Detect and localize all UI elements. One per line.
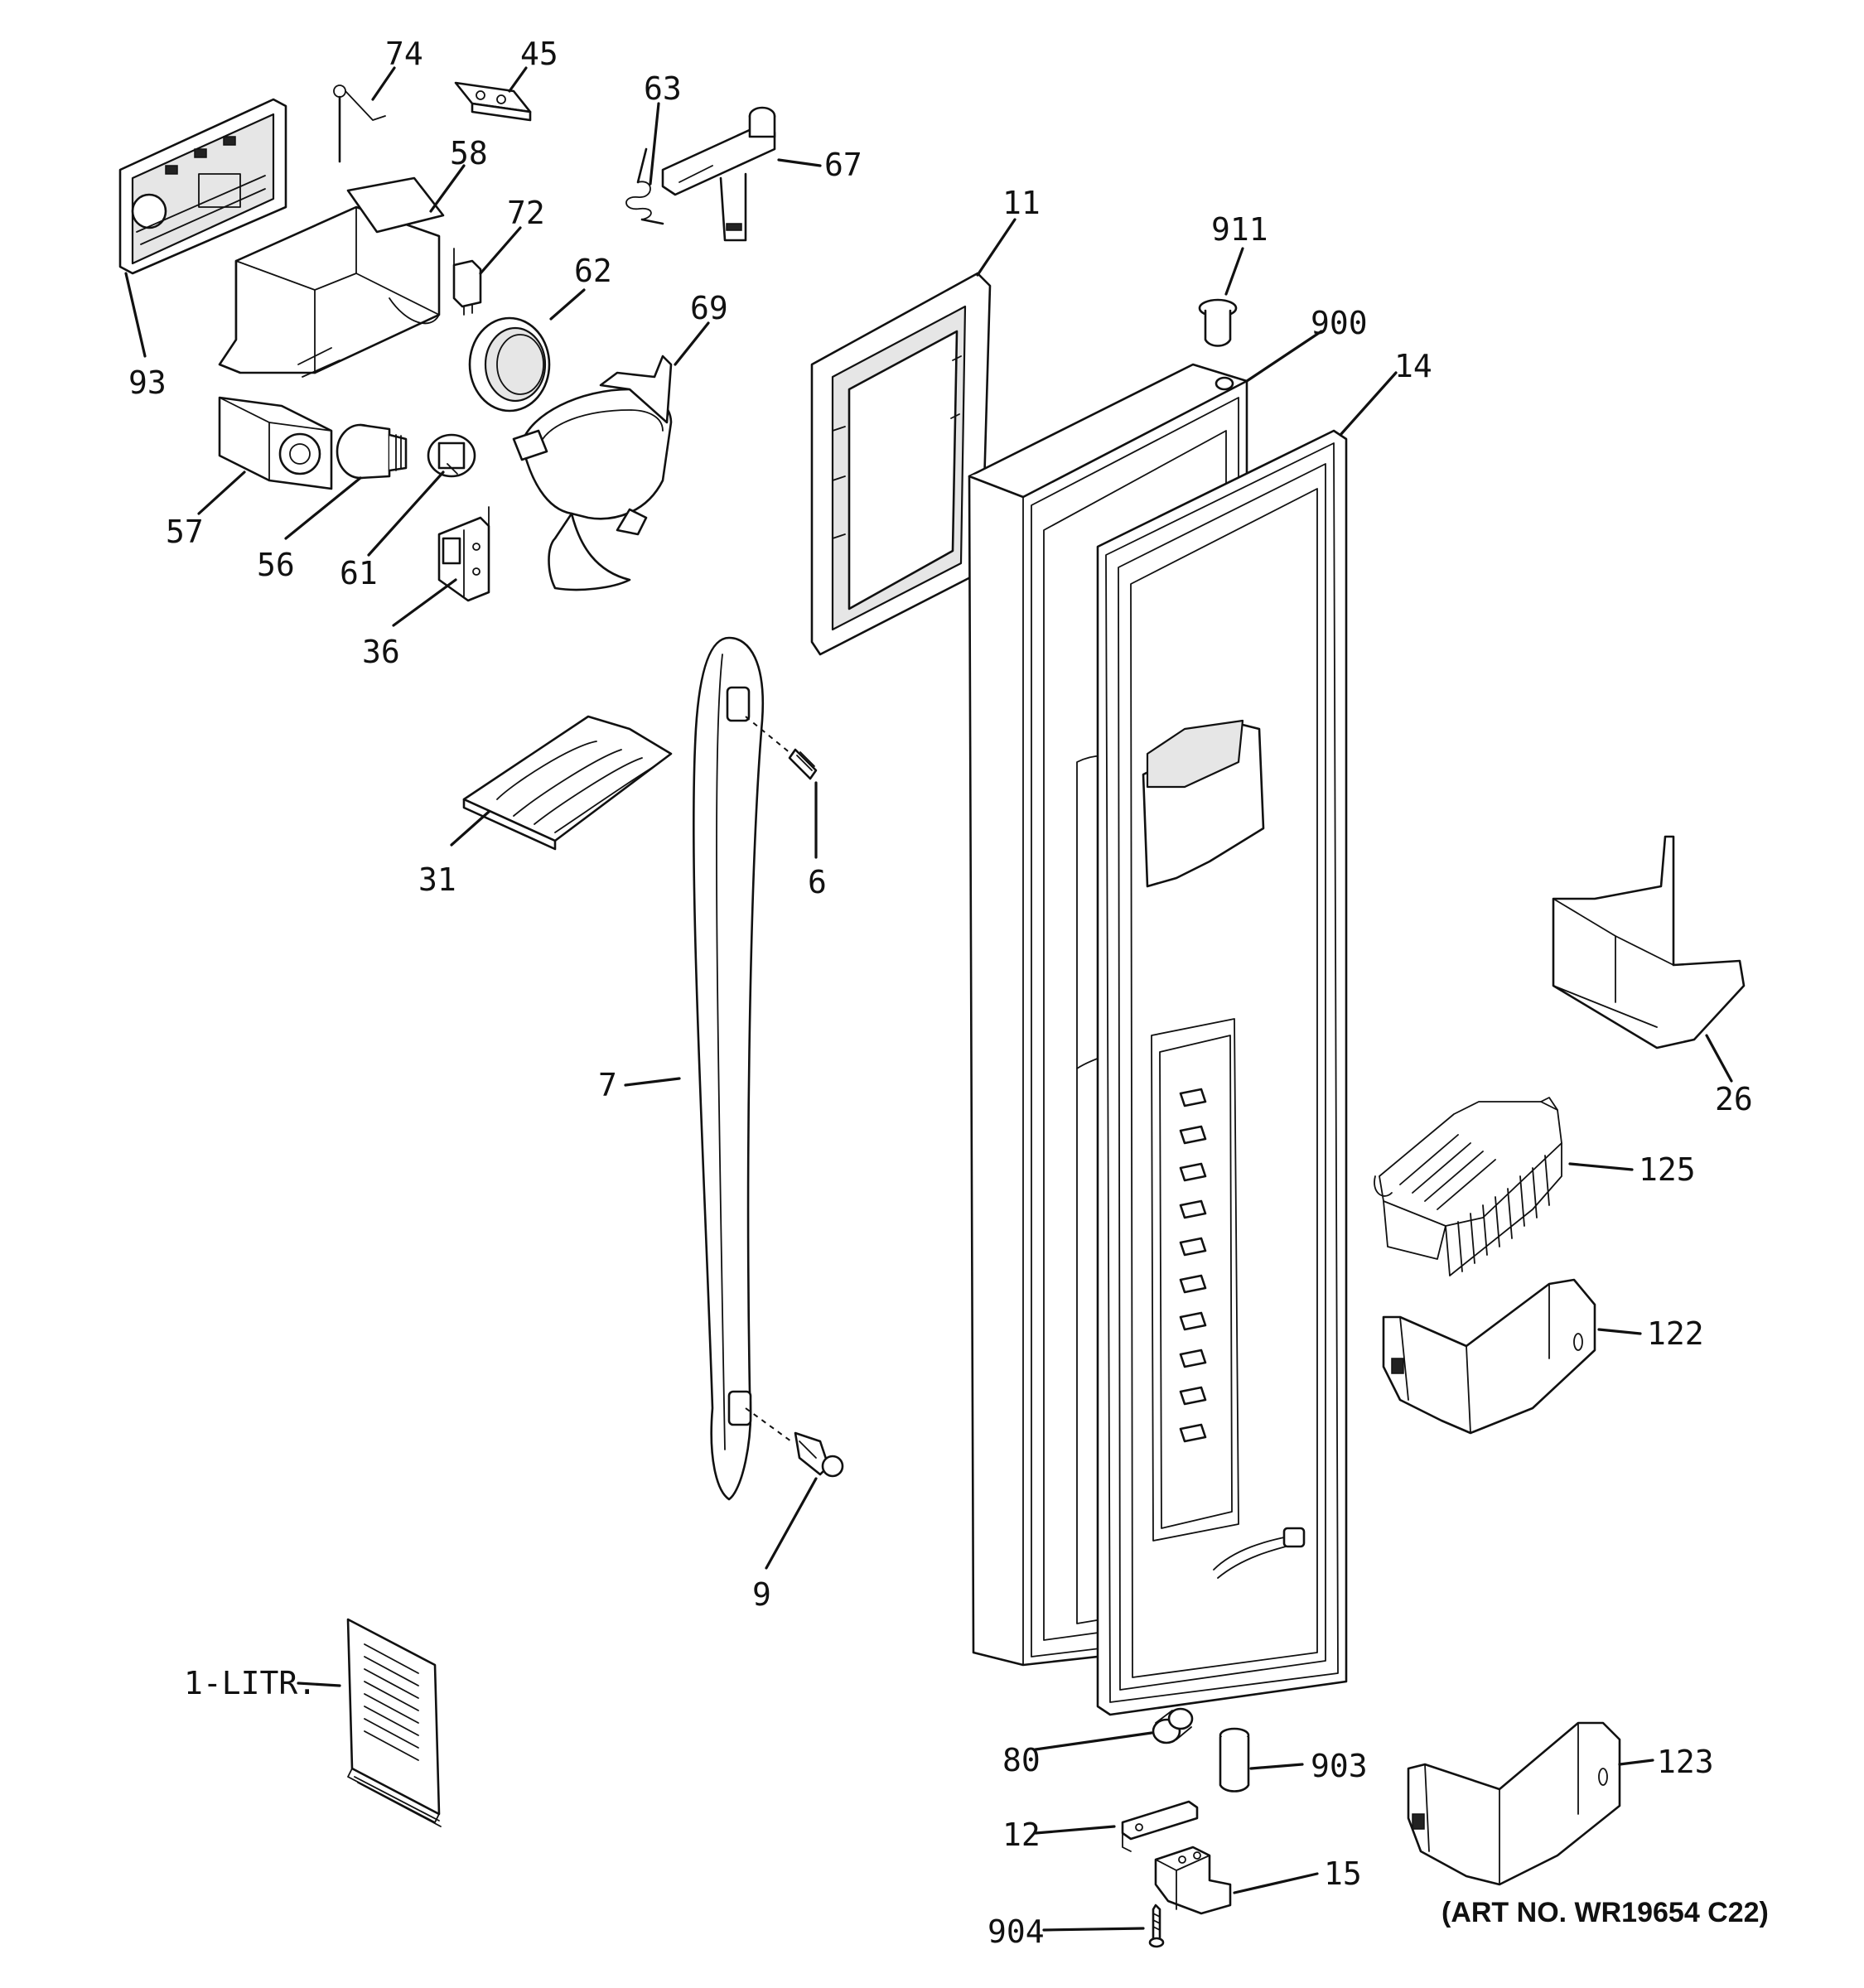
callout-7: 7 (598, 1067, 617, 1103)
spring-63 (625, 147, 664, 225)
callout-900: 900 (1311, 305, 1368, 341)
gear-61 (427, 433, 476, 478)
hinge-bracket-12 (1121, 1800, 1199, 1852)
dispenser-bezel-11 (810, 272, 992, 656)
hinge-pin-903 (1219, 1727, 1250, 1793)
callout-93: 93 (128, 364, 167, 401)
callout-31: 31 (418, 861, 456, 898)
callout-125: 125 (1639, 1151, 1696, 1188)
callout-9: 9 (752, 1576, 771, 1613)
callout-123: 123 (1657, 1744, 1714, 1780)
callout-61: 61 (340, 555, 378, 591)
spring-74 (333, 84, 386, 163)
dispenser-control-panel (118, 98, 287, 275)
bushing-80 (1152, 1707, 1194, 1744)
art-number: (ART NO. WR19654 C22) (1441, 1897, 1769, 1928)
callout-26: 26 (1715, 1081, 1753, 1117)
callout-80: 80 (1002, 1742, 1041, 1778)
ice-chute-69 (512, 355, 673, 591)
callout-1-litr: 1-LITR. (184, 1665, 316, 1701)
callout-67: 67 (824, 147, 862, 183)
door-bin-123 (1407, 1721, 1621, 1886)
callout-12: 12 (1002, 1817, 1041, 1853)
callout-74: 74 (385, 36, 423, 72)
callout-14: 14 (1394, 348, 1432, 384)
bracket-36 (437, 506, 490, 602)
handle-7 (692, 636, 765, 1501)
screw-9 (745, 1407, 844, 1478)
callout-57: 57 (166, 514, 204, 550)
wire-harness (1213, 1527, 1306, 1579)
door-bin-122 (1382, 1278, 1596, 1435)
leader-lines (124, 66, 1733, 1932)
callout-11: 11 (1002, 185, 1041, 221)
callout-122: 122 (1647, 1315, 1704, 1352)
bin-cover-26 (1552, 835, 1746, 1049)
solenoid-56 (336, 423, 408, 480)
switch-72 (452, 248, 482, 316)
callout-69: 69 (690, 290, 728, 326)
drip-tray-31 (462, 715, 673, 851)
wire-basket-125 (1374, 1097, 1562, 1276)
callout-36: 36 (362, 634, 400, 670)
callout-56: 56 (257, 547, 295, 583)
screw-6 (745, 716, 818, 780)
callout-labels: 74 45 63 67 58 72 11 911 62 69 900 14 93… (128, 36, 1753, 1950)
callout-903: 903 (1311, 1748, 1368, 1784)
bushing-911 (1198, 298, 1238, 347)
bracket-45 (454, 81, 532, 122)
hinge-15 (1154, 1846, 1232, 1915)
dispenser-housing (218, 176, 445, 378)
lever-arm-67 (661, 106, 776, 242)
screw-904 (1148, 1904, 1165, 1948)
literature-booklet (346, 1618, 442, 1827)
callout-911: 911 (1211, 211, 1268, 248)
callout-15: 15 (1324, 1855, 1362, 1892)
ring-62 (468, 316, 551, 413)
callout-58: 58 (450, 135, 488, 171)
callout-72: 72 (507, 195, 545, 231)
callout-904: 904 (988, 1913, 1045, 1950)
callout-63: 63 (644, 70, 682, 107)
shelf-clips (1179, 1088, 1207, 1443)
callout-62: 62 (574, 253, 612, 289)
callout-45: 45 (520, 36, 558, 72)
door-gasket-14 (1096, 429, 1348, 1716)
motor-block-57 (218, 396, 333, 490)
callout-6: 6 (808, 864, 827, 900)
